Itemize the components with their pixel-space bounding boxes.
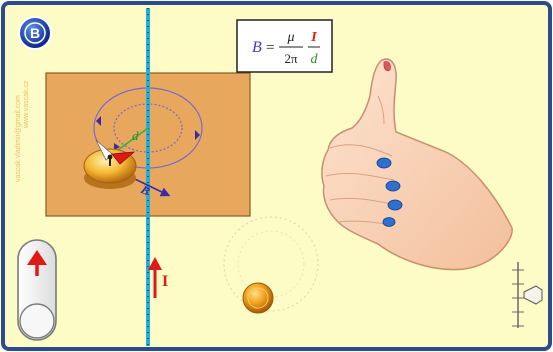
formula-lhs: B (252, 39, 262, 56)
watermark-email: vascak.vladimir@gmail.com (15, 95, 22, 182)
logo-letter: B (30, 25, 40, 41)
compass-icon[interactable] (83, 139, 137, 189)
vertical-slider-icon[interactable] (512, 262, 543, 328)
finger-nails (376, 157, 403, 227)
watermark-website: www.vascak.cz (23, 80, 30, 129)
watermark-2: www.vascak.cz (23, 80, 30, 129)
formula-two-pi: 2π (284, 51, 298, 66)
b-field-logo-icon[interactable]: B (18, 16, 52, 50)
formula-box: B = μ 2π I d (236, 19, 333, 73)
probe-field-ring (223, 216, 319, 312)
watermark: vascak.vladimir@gmail.com (15, 95, 22, 182)
current-direction-toggle[interactable] (17, 239, 57, 341)
current-direction-arrow-icon[interactable] (27, 250, 47, 276)
field-direction-markers (96, 116, 200, 150)
current-arrow: I (148, 257, 168, 298)
gold-probe-icon[interactable] (242, 282, 274, 314)
thumb-nail (383, 61, 391, 72)
distance-label: d (132, 128, 139, 143)
right-hand-thumbs-up-icon (321, 58, 513, 271)
formula-equals: = (266, 40, 274, 56)
formula-mu: μ (286, 30, 294, 45)
current-label: I (162, 273, 168, 290)
formula-distance: d (311, 52, 319, 67)
formula-current: I (310, 30, 317, 45)
